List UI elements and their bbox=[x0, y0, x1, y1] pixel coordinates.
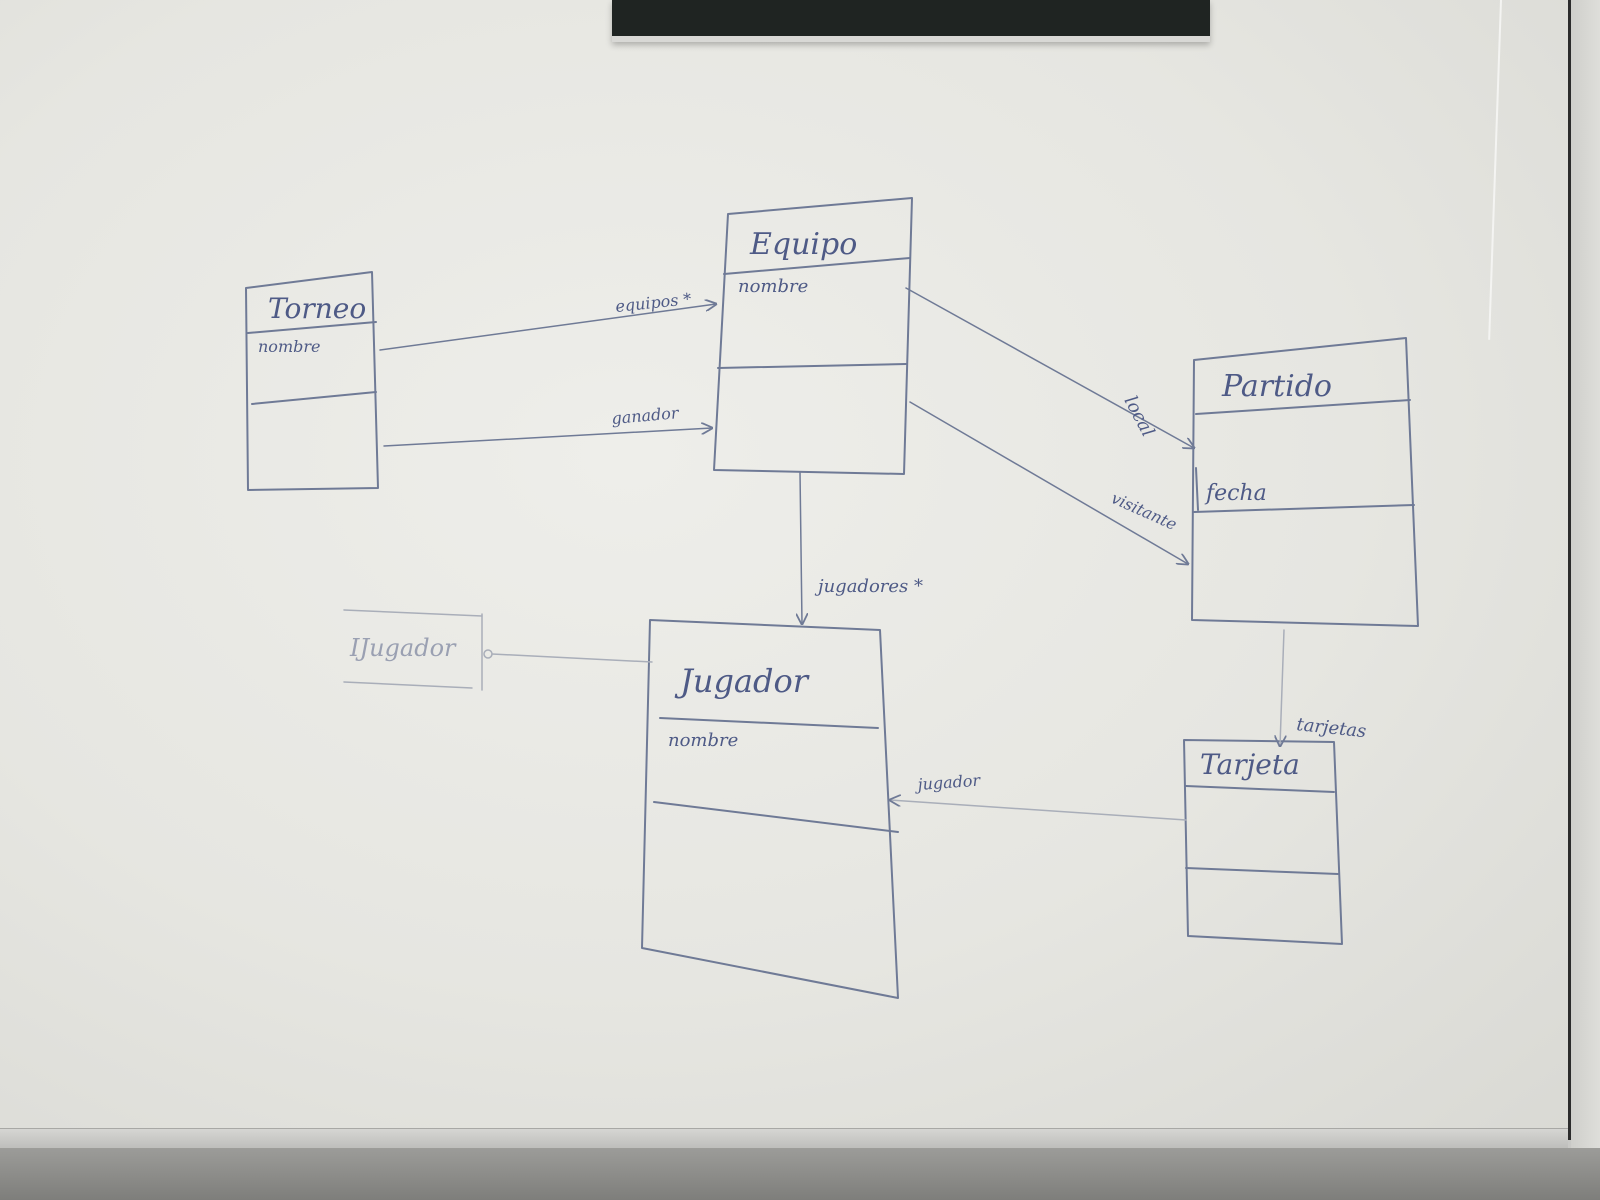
class-torneo-name: Torneo bbox=[268, 292, 366, 325]
class-partido-mark bbox=[1195, 467, 1199, 511]
class-jugador-divider bbox=[653, 801, 899, 833]
class-tarjeta-divider bbox=[1185, 785, 1335, 793]
class-torneo-divider bbox=[251, 391, 377, 405]
class-partido-divider bbox=[1195, 399, 1411, 415]
class-torneo-box bbox=[245, 271, 379, 491]
projector-screen-case bbox=[612, 0, 1210, 42]
class-jugador-box bbox=[641, 619, 899, 999]
class-tarjeta-name: Tarjeta bbox=[1200, 748, 1300, 781]
association-ganador-label: ganador bbox=[611, 403, 681, 428]
wall bbox=[1571, 0, 1600, 1148]
association-equipos-line bbox=[379, 304, 716, 351]
whiteboard bbox=[0, 0, 1571, 1140]
class-partido-box bbox=[1191, 337, 1419, 627]
class-partido-divider bbox=[1193, 504, 1415, 513]
association-visitante-label: visitante bbox=[1108, 488, 1179, 534]
association-equipos: equipos * bbox=[379, 289, 716, 351]
class-equipo-divider bbox=[717, 363, 907, 369]
association-visitante-line bbox=[909, 401, 1188, 564]
interface-ijugador-name: IJugador bbox=[349, 634, 457, 662]
class-torneo: Torneo nombre bbox=[245, 271, 379, 491]
class-torneo-attribute: nombre bbox=[258, 337, 320, 356]
association-equipos-label: equipos * bbox=[614, 289, 692, 316]
association-ganador-line bbox=[383, 428, 712, 447]
class-tarjeta-divider bbox=[1185, 867, 1339, 875]
association-jugador-line bbox=[890, 800, 1187, 821]
class-equipo-name: Equipo bbox=[749, 227, 857, 262]
association-tarjetas-label: tarjetas bbox=[1295, 714, 1367, 742]
realization-circle bbox=[483, 649, 493, 659]
association-jugadores-line bbox=[800, 471, 802, 624]
marker-tray bbox=[0, 1128, 1568, 1149]
association-local-label: local bbox=[1120, 392, 1159, 440]
class-equipo-box bbox=[713, 197, 913, 475]
interface-ijugador-divider bbox=[343, 681, 473, 689]
class-equipo-divider bbox=[723, 257, 911, 275]
class-equipo-attribute: nombre bbox=[738, 276, 808, 297]
association-jugadores: jugadores * bbox=[800, 471, 923, 624]
class-partido-attribute: fecha bbox=[1204, 481, 1267, 506]
association-ganador: ganador bbox=[383, 403, 712, 447]
class-jugador: Jugador nombre bbox=[641, 619, 899, 999]
class-partido-name: Partido bbox=[1221, 369, 1332, 404]
association-implements bbox=[491, 653, 653, 663]
class-jugador-attribute: nombre bbox=[668, 730, 738, 751]
association-jugadores-label: jugadores * bbox=[814, 576, 923, 597]
association-tarjetas: tarjetas bbox=[1280, 629, 1367, 746]
association-implements-line bbox=[491, 653, 653, 663]
interface-ijugador: IJugador bbox=[343, 609, 493, 691]
association-jugador-label: jugador bbox=[914, 771, 982, 795]
class-jugador-name: Jugador bbox=[674, 662, 810, 700]
class-tarjeta: Tarjeta bbox=[1183, 739, 1343, 945]
class-torneo-divider bbox=[247, 321, 377, 334]
class-partido: Partido fecha bbox=[1191, 337, 1419, 627]
association-jugador: jugador bbox=[890, 771, 1187, 821]
interface-ijugador-top bbox=[343, 609, 483, 617]
association-tarjetas-line bbox=[1280, 629, 1284, 746]
class-jugador-divider bbox=[659, 717, 879, 729]
floor-shadow bbox=[0, 1148, 1600, 1200]
class-equipo: Equipo nombre bbox=[713, 197, 913, 475]
association-local-line bbox=[905, 287, 1194, 448]
